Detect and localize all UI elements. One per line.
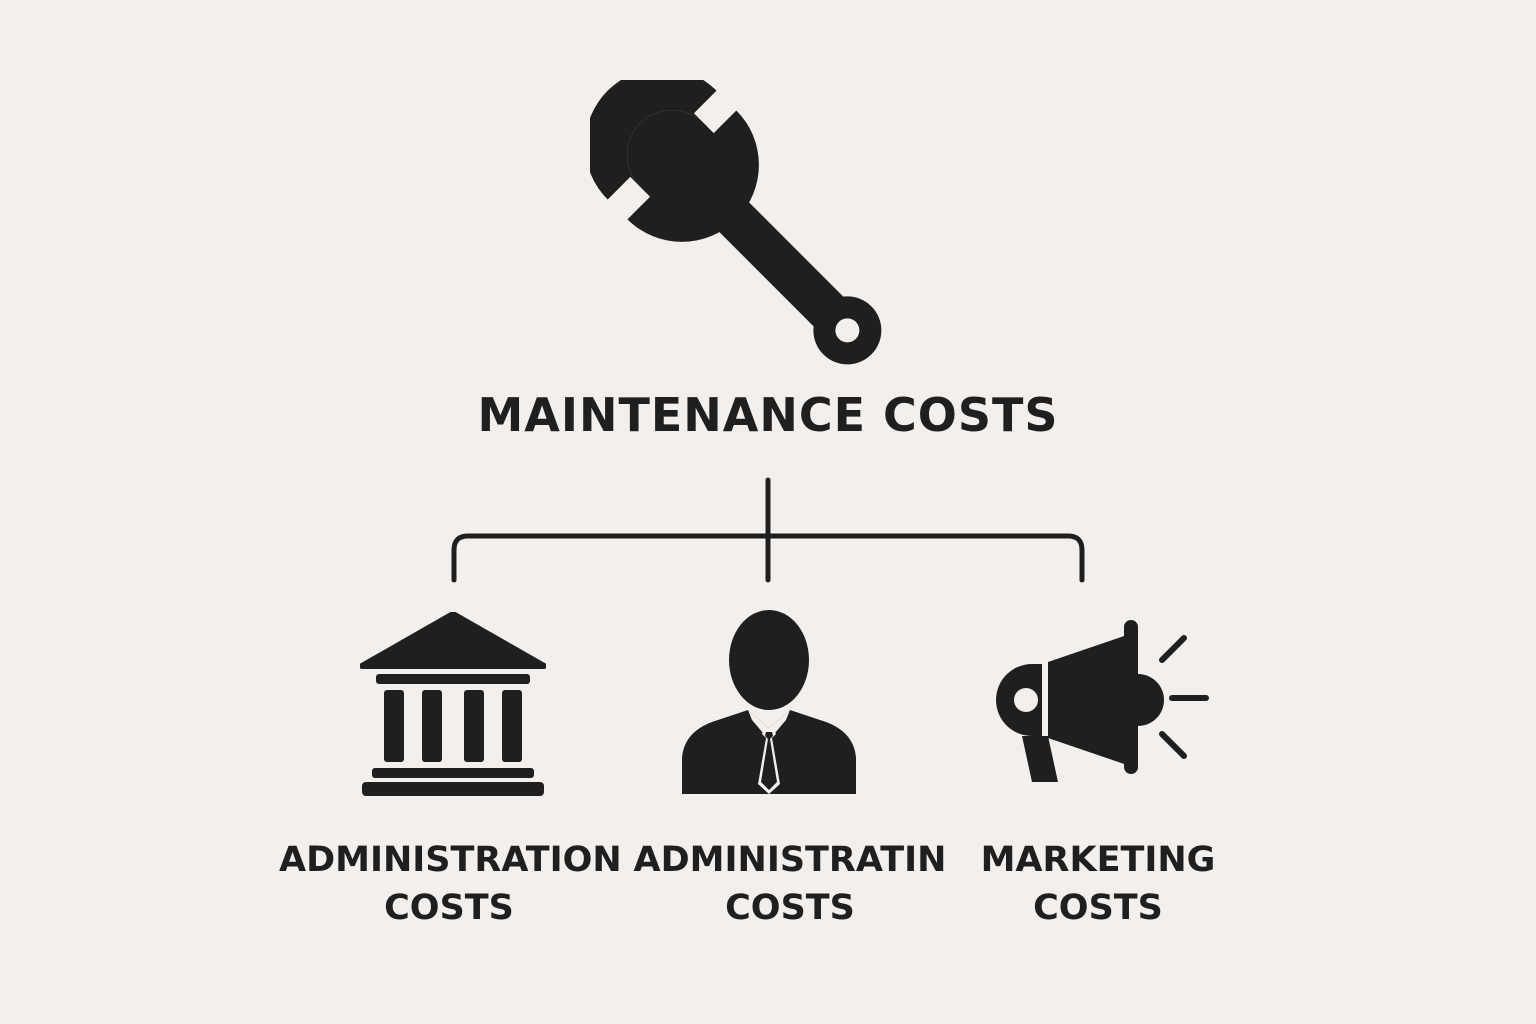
child-label-line2: COSTS (1033, 888, 1163, 928)
child-label-line2: COSTS (725, 888, 855, 928)
person-icon (676, 608, 862, 800)
megaphone-icon (986, 616, 1216, 786)
wrench-icon (590, 80, 890, 370)
child-label-administratin: ADMINISTRATIN COSTS (630, 836, 950, 932)
connector-lines (451, 477, 1085, 583)
root-label: MAINTENANCE COSTS (477, 388, 1059, 442)
child-label-line1: ADMINISTRATION (279, 840, 622, 880)
child-label-marketing: MARKETING COSTS (963, 836, 1233, 932)
child-label-administration: ADMINISTRATION COSTS (279, 836, 622, 932)
building-icon (360, 612, 546, 798)
child-label-line2: COSTS (384, 888, 514, 928)
child-label-line1: MARKETING (980, 840, 1216, 880)
child-label-line1: ADMINISTRATIN (633, 840, 947, 880)
